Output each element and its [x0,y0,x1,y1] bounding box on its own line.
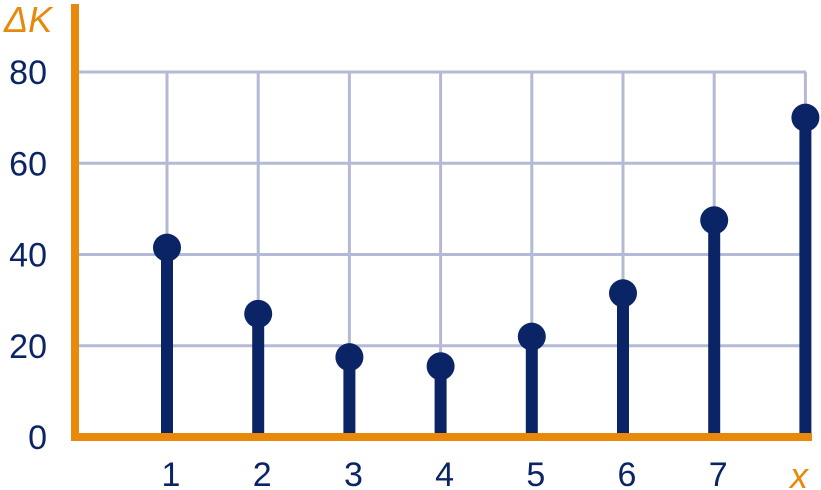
y-tick-label: 0 [28,419,47,457]
x-tick-label: 4 [435,456,454,490]
stem-marker [791,103,820,132]
x-tick-label: 7 [709,456,728,490]
x-tick-label: 2 [253,456,272,490]
y-tick-label: 60 [9,145,47,183]
x-tick-label: 3 [344,456,363,490]
stem-marker [700,206,729,235]
y-tick-labels: 0 20 40 60 80 [9,54,47,457]
x-tick-label: 5 [526,456,545,490]
y-axis-label: ΔK [3,0,54,40]
x-tick-labels: 1 2 3 4 5 6 7 [162,456,728,490]
stem-marker [153,233,181,262]
y-tick-label: 40 [9,237,47,275]
y-tick-label: 20 [9,328,47,366]
stem-marker [244,299,273,328]
stem-marker [426,352,455,381]
series [153,103,820,437]
y-tick-label: 80 [9,54,47,92]
axes [71,4,812,441]
stem-marker [335,343,364,372]
stem-marker [517,322,546,351]
stem-marker [609,279,637,308]
x-tick-label: 6 [618,456,637,490]
x-tick-label: 1 [162,456,181,490]
x-axis-label: x [788,455,810,490]
